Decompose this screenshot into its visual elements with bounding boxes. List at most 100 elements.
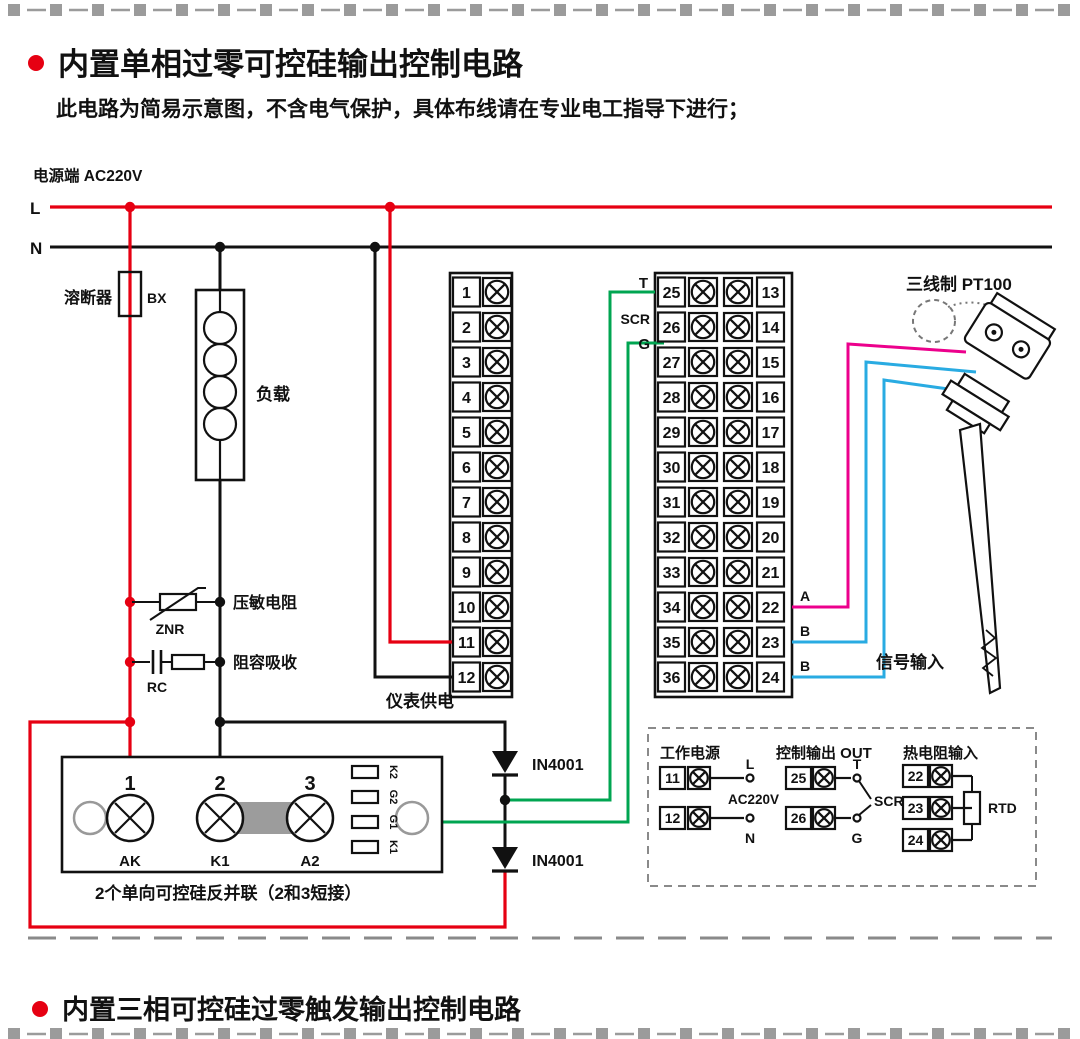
terminal-number: 7 <box>462 495 471 512</box>
terminal-block-right <box>653 271 794 699</box>
screw-terminal-icon <box>928 763 954 789</box>
terminal-number: 22 <box>762 600 780 617</box>
head-screw-icon <box>984 323 1004 342</box>
terminal-number-box <box>755 486 786 518</box>
strip-terminal <box>350 814 380 830</box>
terminal-number: 35 <box>663 635 681 652</box>
terminal-number-box <box>451 626 482 658</box>
screw-terminal-icon <box>686 805 712 831</box>
terminal-number-box <box>451 661 482 693</box>
legend-scr-label: SCR <box>874 793 904 809</box>
legend-g-label: G <box>852 830 863 846</box>
terminal-number: 26 <box>791 810 807 826</box>
terminal-number: 17 <box>762 425 780 442</box>
junction-dot <box>214 241 226 253</box>
screw-terminal-icon <box>686 765 712 791</box>
terminal-number: 13 <box>762 285 780 302</box>
screw-terminal-icon <box>481 521 513 553</box>
terminal-number-box <box>656 416 687 448</box>
screw-terminal-icon <box>722 276 754 308</box>
fuse-code: BX <box>147 290 167 306</box>
screw-terminal-icon <box>811 805 837 831</box>
rc-snubber: 阻容吸收 RC <box>132 650 297 695</box>
screw-terminal-icon <box>687 451 719 483</box>
terminal-number-box <box>755 311 786 343</box>
terminal-number: 11 <box>665 770 680 786</box>
perforation-pattern <box>8 3 1072 17</box>
terminal-number-box <box>784 765 813 791</box>
terminal-number-box <box>755 276 786 308</box>
terminal-number-box <box>755 521 786 553</box>
label-scr: SCR <box>620 311 650 327</box>
terminal-number: 11 <box>458 635 475 652</box>
legend-n-label: N <box>745 830 755 846</box>
line-n-label: N <box>30 239 42 258</box>
terminal-number-box <box>755 591 786 623</box>
strip-terminal <box>350 764 380 780</box>
screw-terminal-icon <box>687 556 719 588</box>
label-a: A <box>800 588 810 604</box>
terminal-number: 12 <box>458 670 476 687</box>
terminal-number-box <box>656 626 687 658</box>
terminal-number: 29 <box>663 425 681 442</box>
screw-terminal-icon <box>687 416 719 448</box>
label-b1: B <box>800 623 810 639</box>
terminal-number-box <box>451 381 482 413</box>
diode-top-label: IN4001 <box>532 757 584 774</box>
terminal-number: 23 <box>908 800 924 816</box>
terminal-number: 3 <box>462 355 471 372</box>
terminal-number: 24 <box>762 670 780 687</box>
load-label: 负载 <box>256 384 290 404</box>
page-subtitle: 此电路为简易示意图，不含电气保护，具体布线请在专业电工指导下进行； <box>56 97 749 121</box>
terminal-number: 9 <box>462 565 471 582</box>
terminal-number: 14 <box>762 320 780 337</box>
terminal-number-box <box>656 556 687 588</box>
wire-sensor-a <box>792 342 967 609</box>
screw-terminal-icon <box>481 381 513 413</box>
head-screw-icon <box>1011 340 1031 359</box>
screw-terminal-icon <box>687 626 719 658</box>
varistor-code: ZNR <box>156 621 185 637</box>
terminal-number-box <box>901 827 930 853</box>
terminal-number-box <box>451 276 482 308</box>
terminal-number: 19 <box>762 495 780 512</box>
screw-terminal-icon <box>722 451 754 483</box>
wire-sensor-b1 <box>792 360 977 644</box>
screw-terminal-icon <box>687 521 719 553</box>
signal-input-label: 信号输入 <box>876 652 944 672</box>
terminal-number: 25 <box>663 285 681 302</box>
screw-terminal-icon <box>481 416 513 448</box>
strip-label: G1 <box>387 815 399 830</box>
scr-module-caption: 2个单向可控硅反并联（2和3短接） <box>95 883 361 903</box>
fuse-symbol <box>117 270 143 318</box>
mounting-hole <box>394 800 430 836</box>
strip-terminal <box>350 839 380 855</box>
open-terminal-icon <box>745 773 755 783</box>
junction-dot <box>124 201 136 213</box>
perforation-bottom <box>8 1027 1072 1039</box>
module-terminal-number: 3 <box>304 773 315 795</box>
module-pin-label: K1 <box>210 853 229 870</box>
junction-dot <box>214 716 226 728</box>
varistor: 压敏电阻 ZNR <box>132 587 297 637</box>
terminal-number-box <box>755 661 786 693</box>
label-t: T <box>639 275 648 292</box>
screw-terminal-icon <box>481 276 513 308</box>
sensor-cap-icon <box>912 299 956 343</box>
screw-terminal-icon <box>722 556 754 588</box>
terminal-number: 12 <box>665 810 681 826</box>
diode-symbol <box>492 751 518 773</box>
sensor-label: 三线制 PT100 <box>906 274 1012 294</box>
screw-terminal-icon <box>687 381 719 413</box>
module-terminal-number: 2 <box>214 773 225 795</box>
terminal-number: 4 <box>462 390 471 407</box>
screw-terminal-icon <box>687 276 719 308</box>
screw-terminal-icon <box>687 311 719 343</box>
footer-title: 内置三相可控硅过零触发输出控制电路 <box>62 994 522 1025</box>
terminal-number-box <box>755 556 786 588</box>
diode-bottom-label: IN4001 <box>532 853 584 870</box>
junction-dots <box>124 201 511 806</box>
